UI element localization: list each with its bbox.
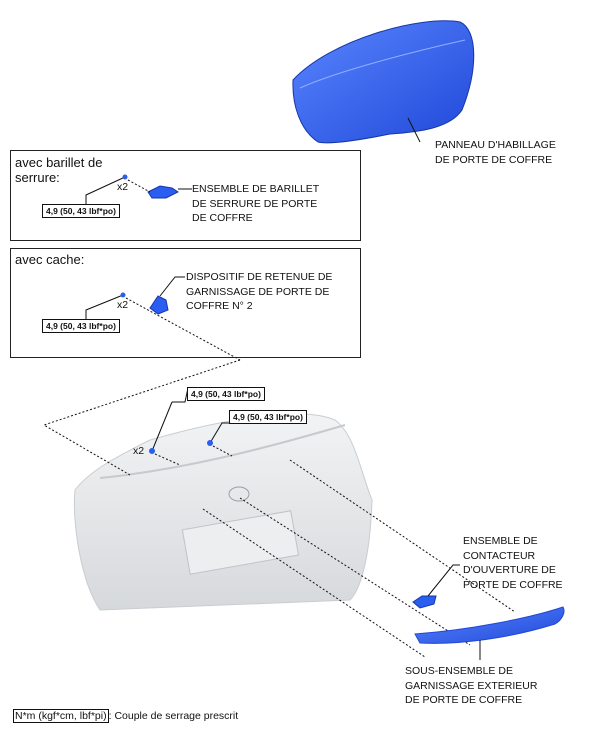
lock-torque: 4,9 (50, 43 lbf*po) <box>42 204 120 218</box>
cache-box-heading: avec cache: <box>15 252 85 267</box>
cache-box <box>10 248 361 358</box>
cache-qty: x2 <box>117 299 129 311</box>
main-torque-1: 4,9 (50, 43 lbf*po) <box>187 387 265 401</box>
main-torque-2: 4,9 (50, 43 lbf*po) <box>229 410 307 424</box>
lock-cylinder-box <box>10 150 361 241</box>
cache-torque: 4,9 (50, 43 lbf*po) <box>42 319 120 333</box>
garnish-part <box>414 606 565 644</box>
legend-key: N*m (kgf*cm, lbf*pi) <box>13 709 109 723</box>
lock-qty: x2 <box>117 181 129 193</box>
legend: N*m (kgf*cm, lbf*pi): Couple de serrage … <box>13 709 239 723</box>
opener-switch-part <box>412 595 437 609</box>
car-body <box>73 413 373 611</box>
legend-text: : Couple de serrage prescrit <box>108 710 239 722</box>
retainer-part <box>149 295 169 315</box>
trunk-panel-part <box>292 20 475 144</box>
lock-cylinder-part <box>147 185 179 199</box>
main-qty: x2 <box>133 445 145 457</box>
